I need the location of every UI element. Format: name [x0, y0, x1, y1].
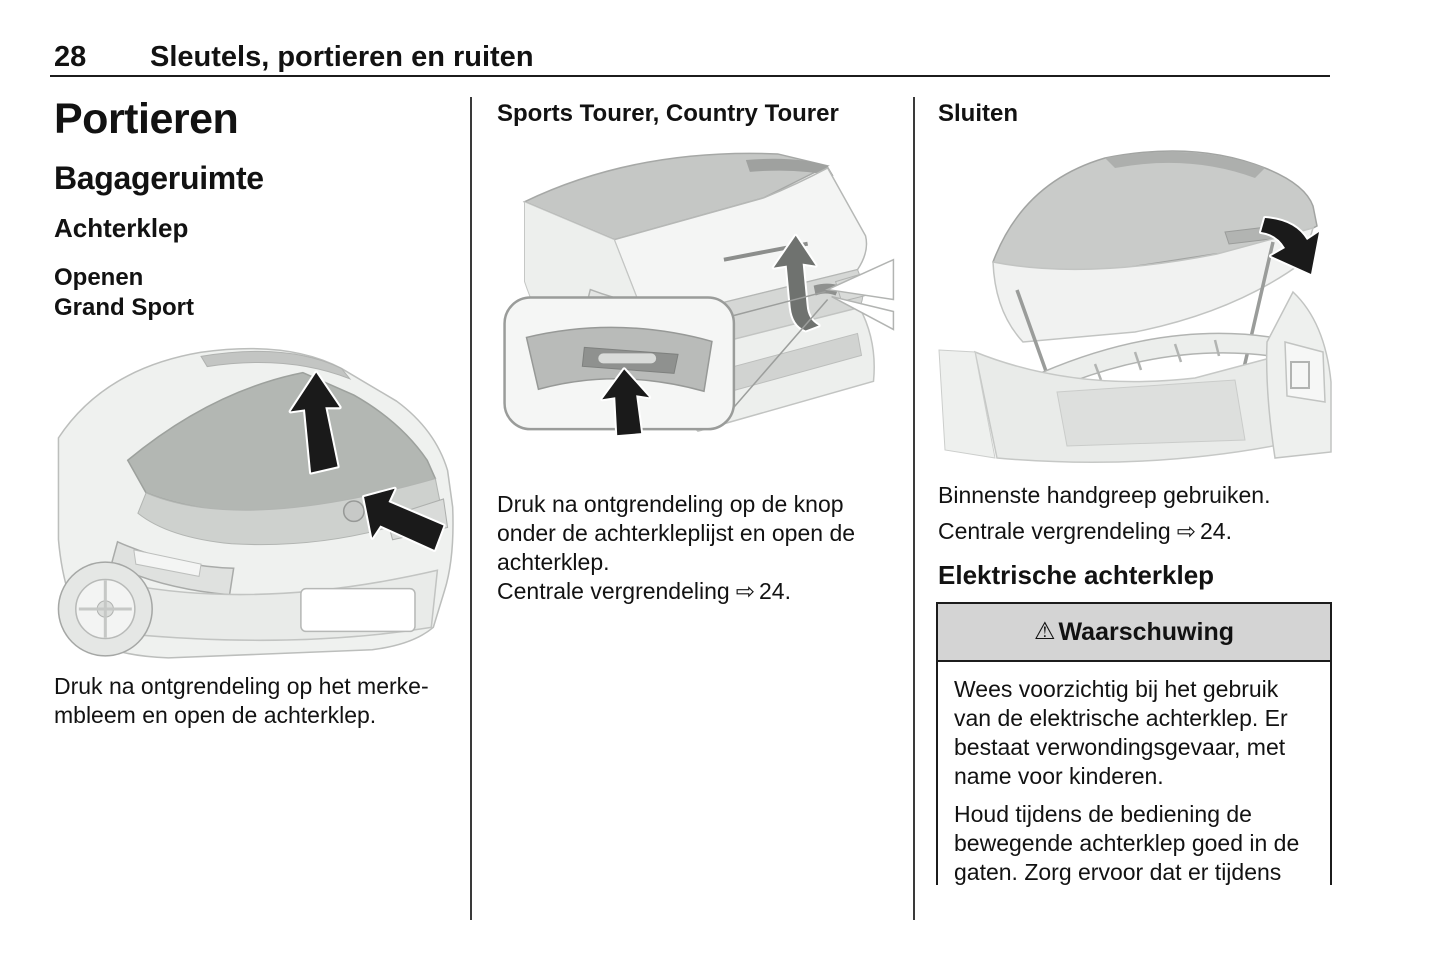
close-direction-arrow — [1259, 216, 1321, 276]
cross-reference: Centrale vergrendeling⇨24. — [497, 578, 791, 605]
variant-heading: Grand Sport — [54, 294, 195, 321]
cross-reference-page: 24. — [1199, 518, 1232, 544]
tailgate-closing-illustration — [938, 150, 1332, 463]
open-direction-arrow — [288, 370, 342, 475]
cross-reference-arrow-icon: ⇨ — [1176, 518, 1196, 544]
cross-reference-label: Centrale vergrendeling — [938, 518, 1171, 544]
sports-tourer-illustration — [503, 152, 895, 438]
press-button-arrow — [600, 367, 652, 438]
cross-reference-page: 24. — [758, 578, 791, 604]
column-divider-left — [470, 97, 472, 920]
header-rule — [50, 75, 1330, 77]
warning-paragraph: Wees voorzichtig bij het gebruik van de … — [954, 676, 1288, 789]
grand-sport-illustration — [57, 347, 454, 659]
variant-heading-tourer: Sports Tourer, Country Tourer — [497, 100, 839, 127]
action-heading: Openen — [54, 264, 144, 291]
figure-grand-sport-rear — [48, 336, 456, 664]
cross-reference-arrow-icon: ⇨ — [735, 578, 755, 604]
cross-reference: Centrale vergrendeling⇨24. — [938, 518, 1232, 545]
press-emblem-arrow — [362, 486, 446, 552]
page-number: 28 — [54, 41, 87, 73]
instruction-paragraph: Druk na ontgrendeling op het merke- mble… — [54, 673, 429, 728]
section-title: Portieren — [54, 95, 239, 143]
instruction-paragraph: Druk na ontgrendeling op de knop onder d… — [497, 491, 856, 575]
warning-box: ⚠Waarschuwing Wees voorzichtig bij het g… — [936, 602, 1332, 885]
figure-sports-tourer-rear — [494, 140, 898, 484]
cross-reference-label: Centrale vergrendeling — [497, 578, 730, 604]
warning-icon: ⚠ — [1033, 617, 1056, 645]
column-divider-right — [913, 97, 915, 920]
topic-heading-electric-tailgate: Elektrische achterklep — [938, 560, 1215, 590]
chapter-title: Sleutels, portieren en ruiten — [150, 41, 534, 73]
action-heading-close: Sluiten — [938, 100, 1019, 127]
topic-heading: Achterklep — [54, 213, 189, 243]
instruction-paragraph: Binnenste handgreep gebruiken. — [938, 482, 1271, 508]
warning-box-body: Wees voorzichtig bij het gebruik van de … — [938, 662, 1330, 885]
figure-open-tailgate — [934, 140, 1336, 470]
warning-paragraph: Houd tijdens de bediening de bewegende a… — [954, 801, 1300, 885]
warning-box-header: ⚠Waarschuwing — [938, 604, 1330, 662]
warning-title: ⚠Waarschuwing — [1033, 617, 1234, 646]
subsection-heading: Bagageruimte — [54, 160, 264, 196]
press-handle-arrow — [771, 233, 821, 333]
